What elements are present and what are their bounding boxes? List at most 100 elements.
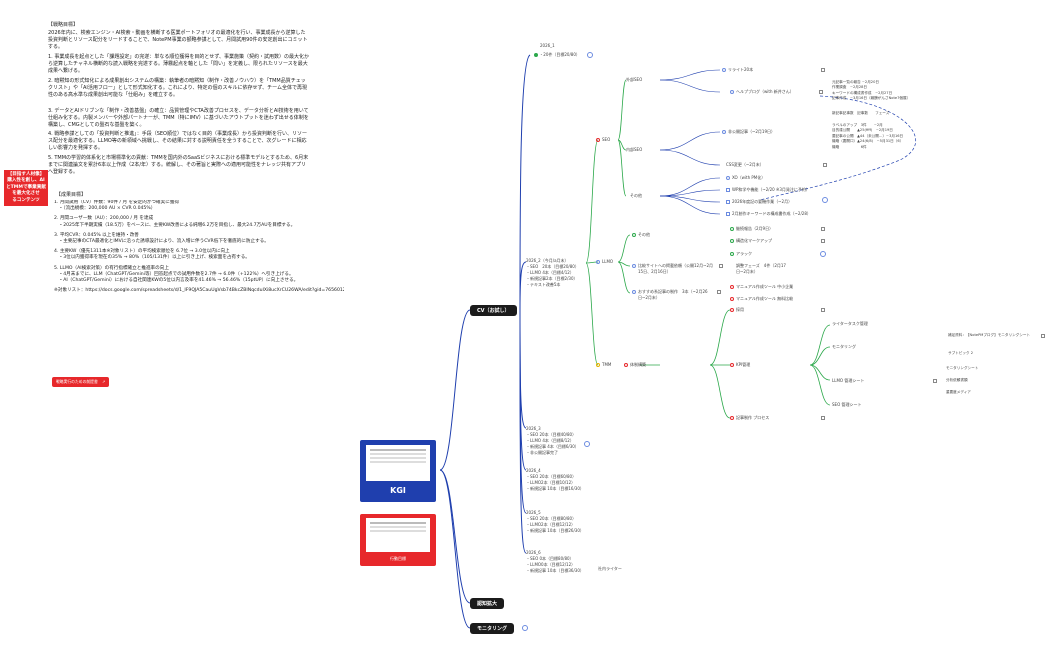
link-icon[interactable] <box>821 68 825 72</box>
strategy-paragraph-1: 2026年内に、検索エンジン・AI検索・動画を横断する医業ポートフォリオの最適化… <box>48 30 308 51</box>
helpblog-icon <box>730 90 734 94</box>
llmo-sheet-item[interactable]: 重要度メディア <box>946 390 971 394</box>
kgi-thumbnail[interactable]: KGI <box>360 440 436 502</box>
awareness-node[interactable]: 認知拡大 <box>470 598 505 609</box>
link-icon[interactable] <box>1041 334 1045 338</box>
llmo-other-item[interactable]: 構造化マークアップ <box>730 238 772 244</box>
collapse-icon[interactable] <box>587 52 593 58</box>
llmo-compare-label: 比較サイトへの掲載依頼（公開12月~2月15日、2月16日） <box>638 263 713 274</box>
kpi-icon <box>730 363 734 367</box>
structure-icon <box>624 363 628 367</box>
tmm-branch[interactable]: TMM <box>596 362 611 368</box>
monitor-sub-item[interactable]: サブトピック 2 <box>948 351 973 355</box>
kgi-thumbnail-preview <box>366 445 430 481</box>
month-item: ・LLMO2本（目標12/12） <box>526 522 576 527</box>
link-icon[interactable] <box>819 90 823 94</box>
llmo-apply-item[interactable]: 調整フェーズ 4件（2月17日~2月末） <box>736 263 788 275</box>
note-line: ラベルのアップ 3件 ~2月 <box>832 123 883 127</box>
writer-task[interactable]: ライタータスク管理 <box>832 321 868 326</box>
compare-icon <box>632 264 636 268</box>
llmo-sheet-item[interactable]: モニタリングシート <box>946 366 979 370</box>
in-house-writer[interactable]: 社内ライター <box>598 566 622 571</box>
kpi-line: ※対象リスト：https://docs.google.com/spreadshe… <box>54 288 344 294</box>
month-label: 2026_4 <box>526 468 541 473</box>
helpblog-label: ヘルプブログ（with 新井さん） <box>736 89 794 94</box>
recruit-item[interactable]: 採用 <box>730 307 744 313</box>
kpi-line: ・3位以内獲得率を現在の35% → 80%（105/131件）以上に引き上げ、検… <box>54 255 250 261</box>
seo-other-item[interactable]: 2月創作キーワードの構成書作成（~2/28） <box>726 211 811 217</box>
external-seo[interactable]: 外部SEO <box>626 77 643 82</box>
strategy-paragraph-2: 1. 事業成長を起点とした「課題設定」の完遂：単なる順位獲得を目的とせず、事業施… <box>48 54 310 75</box>
kpi-heading: 【成果目標】 <box>56 192 87 198</box>
month-item: ・新規記事2本（目標2/30） <box>526 276 578 281</box>
link-icon[interactable] <box>821 416 825 420</box>
monitor-sub-item[interactable]: 補足資料：【NotePMブログ】モニタリングシート <box>948 333 1031 337</box>
seo-other-item[interactable]: WP和学や機能（~2/20 ※3月発注に予約） <box>726 187 810 193</box>
month-item: ・SEO 20本（目標80/80） <box>526 516 577 521</box>
kpi-management[interactable]: KPI管理 <box>730 362 750 368</box>
llmo-sheet[interactable]: LLMO 管理シート <box>832 378 865 383</box>
css-change-item[interactable]: CSS変更（~2月末） <box>726 162 764 168</box>
cv-trial-node[interactable]: CV（お試し） <box>470 305 517 316</box>
llmo-other-item[interactable]: 継続報告（2月9日） <box>730 226 773 232</box>
article-process-label: 記事制作 プロセス <box>736 415 770 420</box>
persona-line: るコンテンツ <box>12 197 40 203</box>
item-icon <box>730 285 734 289</box>
item-label: マニュアル作成ツール 無料比較 <box>736 296 794 301</box>
item-icon <box>730 252 734 256</box>
llmo-other-label: その他 <box>638 232 650 237</box>
item-label: アラック <box>736 251 752 256</box>
item-label: 構造化マークアップ <box>736 238 772 243</box>
link-icon[interactable] <box>823 163 827 167</box>
seo-branch[interactable]: SEO <box>596 137 610 143</box>
article-process[interactable]: 記事制作 プロセス <box>730 415 769 421</box>
month-item: ・LLMO 4本（目標8/12） <box>526 438 574 443</box>
link-icon[interactable] <box>821 227 825 231</box>
link-icon[interactable] <box>717 290 721 294</box>
seo-other-item[interactable]: XO（with PM化） <box>726 175 765 181</box>
action-goal-thumbnail[interactable]: 行動目標 <box>360 514 436 566</box>
llmo-manual-item[interactable]: マニュアル作成ツール 中小企業 <box>730 284 793 290</box>
internal-seo[interactable]: 内部SEO <box>626 147 643 152</box>
llmo-manual-item[interactable]: マニュアル作成ツール 無料比較 <box>730 296 793 302</box>
external-link-icon: ↗ <box>101 379 106 384</box>
month-2026-5-block: 2026_5 ・SEO 20本（目標80/80） ・LLMO2本（目標12/12… <box>526 510 584 534</box>
item-icon <box>730 239 734 243</box>
note-line: 要記事の公開 ▲44（未公開…）~3月16日 <box>832 133 904 138</box>
note-line: キーワードの構成書作成 ~2月27日 <box>832 90 893 95</box>
plan-article-item[interactable]: 非公開記事（~2月19日） <box>722 129 775 135</box>
plan-article-label: 非公開記事（~2月19日） <box>728 129 775 134</box>
link-icon[interactable] <box>719 264 723 268</box>
link-icon[interactable] <box>821 239 825 243</box>
link-icon[interactable] <box>933 379 937 383</box>
month-label: 2026_6 <box>526 550 541 555</box>
collapse-icon[interactable] <box>820 251 826 257</box>
target-persona-note: 【目指す人材像】 購入性を創し、AIとTMMで事業貢献 を最大化させ るコンテン… <box>4 170 48 207</box>
seo-other-item[interactable]: 2026年度記の要機作業（~2月） <box>726 199 792 205</box>
llmo-label: LLMO <box>602 259 614 264</box>
seo-sheet[interactable]: SEO 管理シート <box>832 402 862 407</box>
monitoring-node[interactable]: モニタリング <box>470 623 515 634</box>
rewrite-item[interactable]: リライト20本 <box>722 67 753 73</box>
kpi-line: 5. LLMO（AI検索対策）の有行指標確立と推進率の向上 <box>54 265 169 271</box>
llmo-compare[interactable]: 比較サイトへの掲載依頼（公開12月~2月15日、2月16日） <box>632 263 716 275</box>
llmo-other[interactable]: その他 <box>632 232 650 238</box>
expand-icon[interactable] <box>522 625 528 631</box>
seo-other[interactable]: その他 <box>630 193 642 198</box>
llmo-recommend[interactable]: おすすめ系記事の制作 3本（~2月26日~2月末） <box>632 289 710 301</box>
kpi-line: ・4月末までに、LLM（ChatGPT/Gemini等）回答起点での試用件数を2… <box>54 271 294 277</box>
llmo-icon <box>596 260 600 264</box>
strategy-doc-button[interactable]: 戦略実行のための前提書 ↗ <box>52 377 110 387</box>
llmo-branch[interactable]: LLMO <box>596 259 613 265</box>
recruit-icon <box>730 308 734 312</box>
helpblog-item[interactable]: ヘルプブログ（with 新井さん） <box>730 89 794 95</box>
collapse-icon[interactable] <box>584 441 590 447</box>
tmm-structure[interactable]: 体制構築 <box>624 362 646 368</box>
collapse-icon[interactable] <box>822 197 828 203</box>
link-icon[interactable] <box>821 308 825 312</box>
llmo-apply-item[interactable]: アラック <box>730 251 752 257</box>
month-2026-3-block: 2026_3 ・SEO 20本（目標40/80） ・LLMO 4本（目標8/12… <box>526 426 579 456</box>
llmo-sheet-item[interactable]: 分析依頼書類 <box>946 378 968 382</box>
tmm-structure-label: 体制構築 <box>630 362 646 367</box>
monitoring-sub[interactable]: モニタリング <box>832 344 856 349</box>
